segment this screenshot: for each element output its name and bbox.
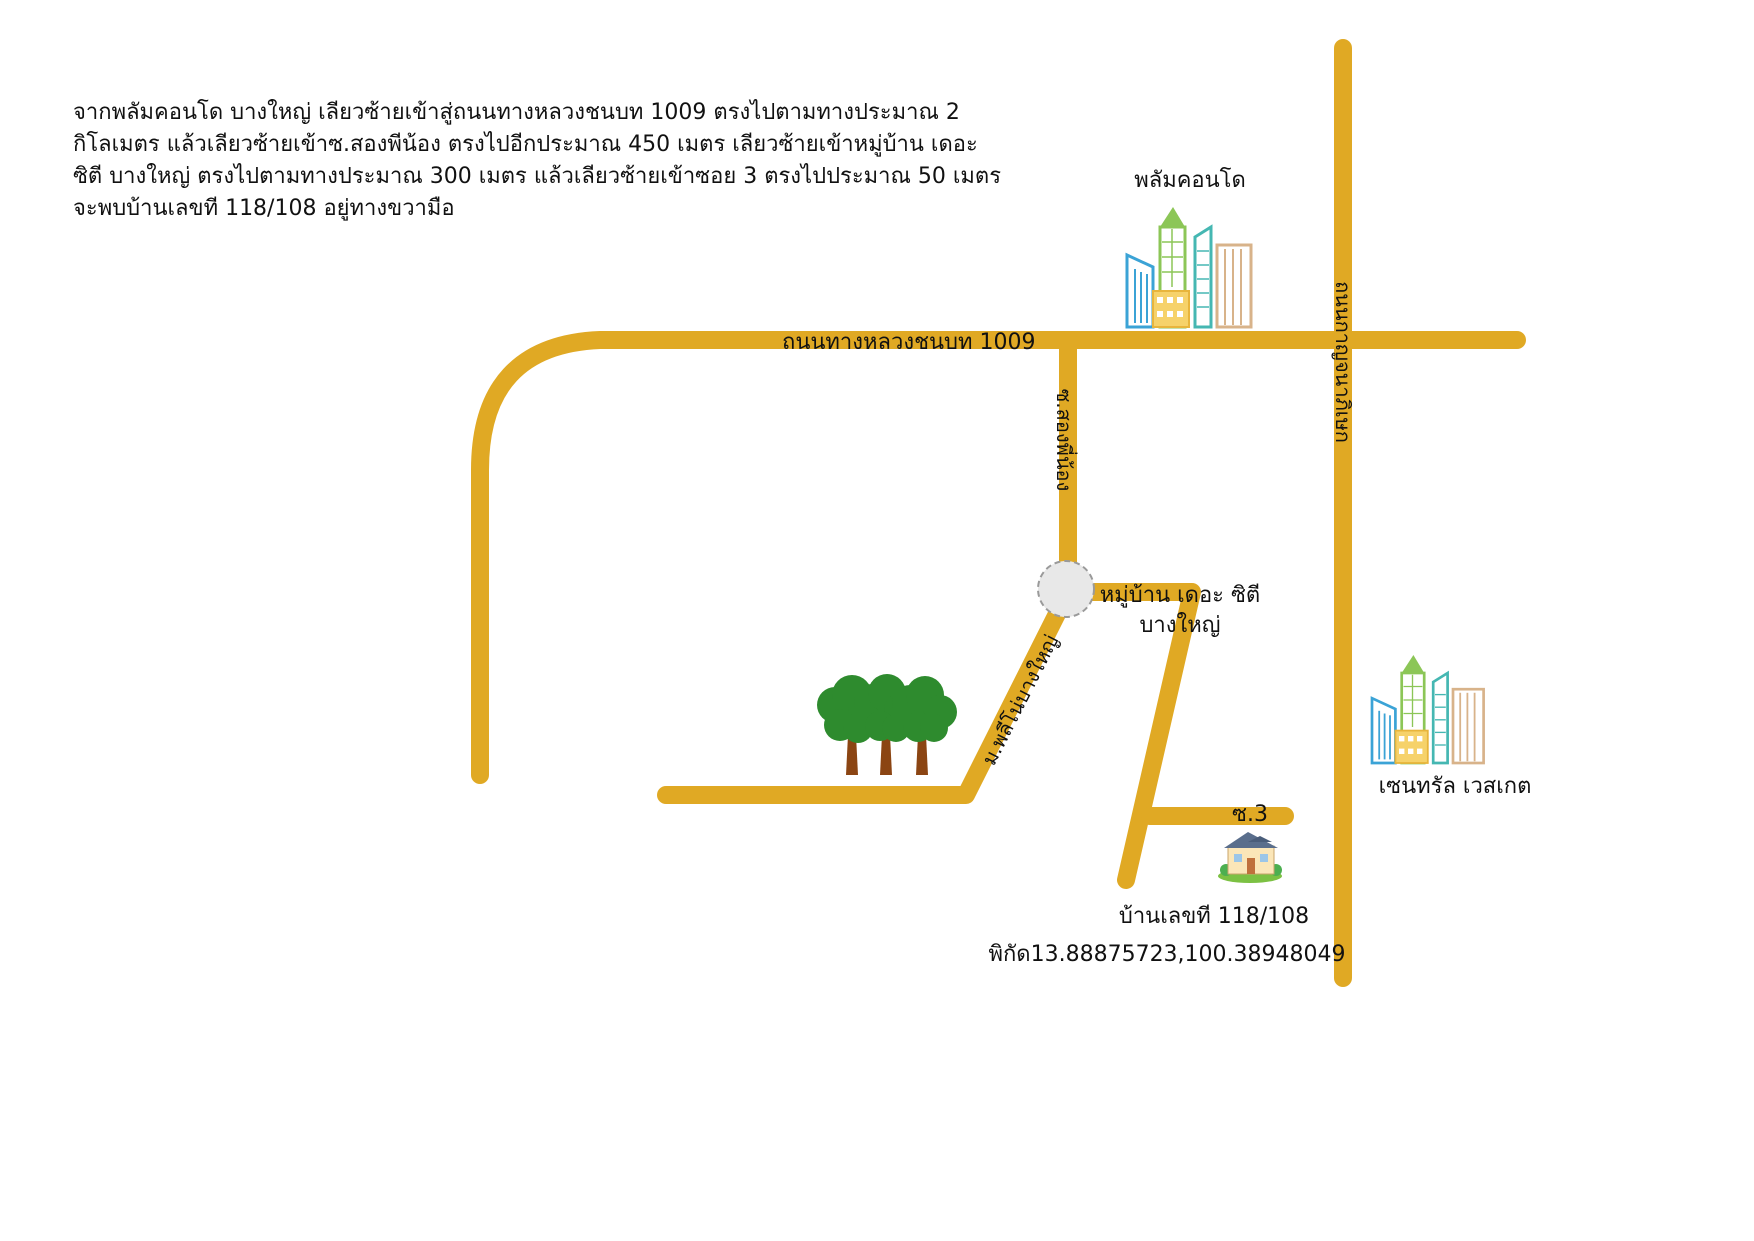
road-label-1009: ถนนทางหลวงชนบท 1009	[782, 330, 1036, 355]
buildings-icon	[1125, 207, 1253, 329]
directions-line: จากพลัมคอนโด บางใหญ่ เลียวซ้ายเข้าสู่ถนน…	[73, 100, 960, 125]
landmark-plum-condo: พลัมคอนโด	[1134, 168, 1246, 193]
tree-icon	[817, 674, 957, 775]
road-village	[1059, 583, 1201, 889]
directions-line: ซิตี บางใหญ่ ตรงไปตามทางประมาณ 300 เมตร …	[73, 164, 1002, 189]
landmark-village-line1: หมู่บ้าน เดอะ ซิตี	[1099, 583, 1261, 608]
road-1009	[471, 331, 1526, 784]
house-icon	[1218, 832, 1282, 883]
directions-text: จากพลัมคอนโด บางใหญ่ เลียวซ้ายเข้าสู่ถนน…	[73, 97, 1073, 225]
landmark-village-line2: บางใหญ่	[1139, 613, 1221, 638]
destination-coordinates: พิกัด13.88875723,100.38948049	[988, 942, 1346, 967]
road-pleno	[657, 583, 1077, 804]
road-label-pleno: ม.พลีโน่บางใหญ่	[977, 631, 1063, 769]
directions-line: จะพบบ้านเลขที 118/108 อยู่ทางขวามือ	[73, 196, 455, 221]
roundabout	[1037, 560, 1095, 618]
destination-house-number: บ้านเลขที 118/108	[1118, 904, 1310, 929]
landmark-central-westgate: เซนทรัล เวสเกต	[1378, 774, 1532, 799]
road-label-soi3: ซ.3	[1232, 802, 1268, 827]
directions-line: กิโลเมตร แล้วเลียวซ้ายเข้าซ.สองพีน้อง ตร…	[73, 132, 978, 157]
buildings-icon	[1370, 655, 1485, 765]
road-label-kanchanaphisek: ถนนกาญจนาภิเษก	[1331, 281, 1355, 443]
road-label-song-phi-nong: ซ.สองพี่น้อง	[1052, 389, 1078, 492]
